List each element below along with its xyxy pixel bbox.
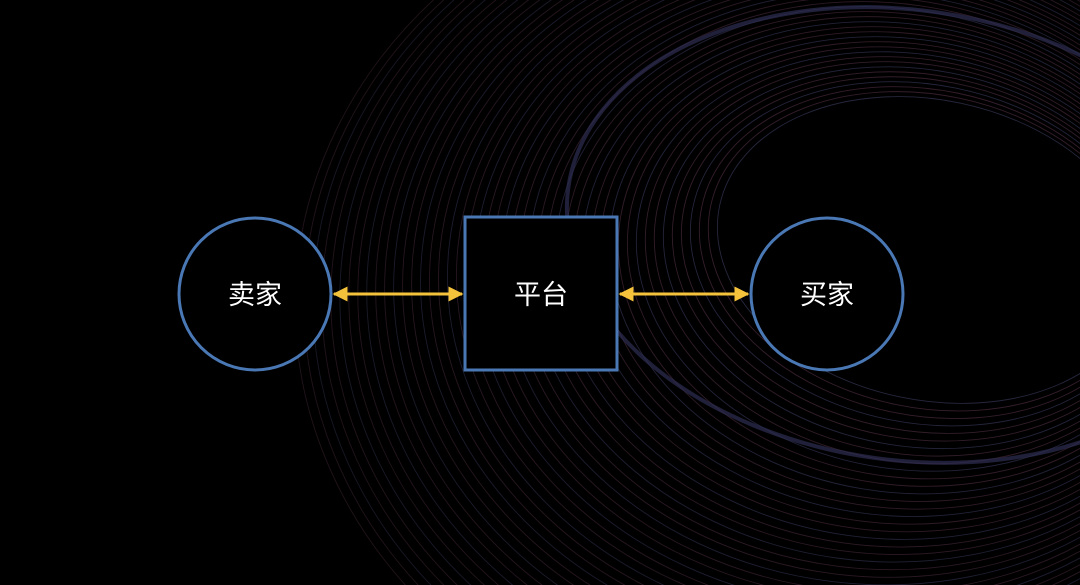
seller-circle bbox=[177, 216, 333, 372]
background-ring bbox=[384, 0, 1080, 585]
background-ring bbox=[357, 0, 1080, 585]
platform-node[interactable]: 平台 bbox=[463, 215, 619, 372]
background-ring bbox=[330, 0, 1080, 585]
platform-square bbox=[463, 215, 619, 372]
background-ring bbox=[411, 0, 1080, 585]
background-ring bbox=[456, 0, 1080, 585]
background-ring bbox=[626, 46, 1080, 480]
background-ring bbox=[366, 0, 1080, 585]
buyer-node[interactable]: 买家 bbox=[749, 216, 905, 372]
seller-node[interactable]: 卖家 bbox=[177, 216, 333, 372]
background-ring bbox=[716, 96, 1080, 404]
seller-label: 卖家 bbox=[228, 280, 282, 311]
background-ring bbox=[420, 0, 1080, 585]
background-ring bbox=[429, 0, 1080, 585]
background-ring bbox=[339, 0, 1080, 585]
background-ring-band bbox=[564, 5, 1080, 465]
buyer-circle bbox=[749, 216, 905, 372]
background-ring bbox=[662, 66, 1080, 450]
background-ring bbox=[438, 0, 1080, 585]
background-ring bbox=[393, 0, 1080, 585]
background-ring bbox=[689, 81, 1080, 427]
platform-label: 平台 bbox=[514, 280, 568, 311]
background-ring bbox=[707, 91, 1080, 412]
background-ring bbox=[617, 41, 1080, 487]
background-ring bbox=[671, 71, 1080, 442]
background-ring bbox=[698, 86, 1080, 419]
background-ring bbox=[653, 61, 1080, 457]
background-ring bbox=[680, 76, 1080, 434]
buyer-label: 买家 bbox=[800, 280, 854, 311]
background-ring bbox=[348, 0, 1080, 585]
background-ring bbox=[375, 0, 1080, 585]
background-ring bbox=[447, 0, 1080, 585]
background-ring bbox=[635, 51, 1080, 472]
background-ring bbox=[402, 0, 1080, 585]
